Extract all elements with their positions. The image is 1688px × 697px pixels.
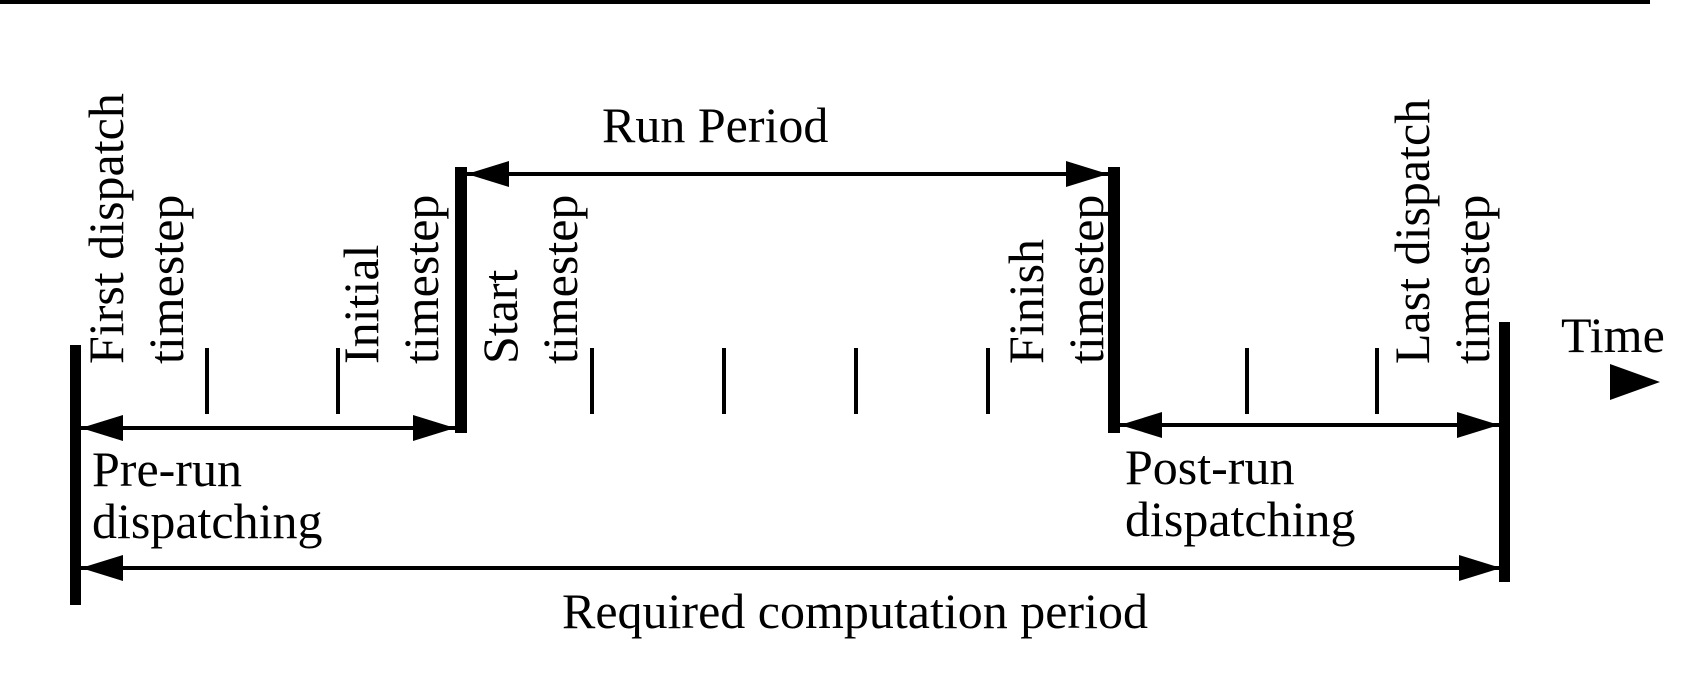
bar-computation-end — [1499, 322, 1510, 582]
label-first-dispatch-timestep: First dispatch timestep — [78, 93, 194, 364]
bar-run-end — [1108, 167, 1120, 433]
arrowhead-right-icon — [1459, 555, 1501, 581]
arrowhead-left-icon — [467, 161, 509, 187]
label-last-dispatch-timestep: Last dispatch timestep — [1384, 98, 1500, 364]
arrowhead-left-icon — [81, 415, 123, 441]
post-run-label: Post-run dispatching — [1125, 439, 1356, 547]
tick-mark — [1245, 348, 1249, 414]
tick-mark — [986, 348, 990, 414]
time-label: Time — [1561, 307, 1665, 363]
tick-mark — [590, 348, 594, 414]
bar-computation-start — [70, 345, 81, 605]
arrowhead-right-icon — [1457, 412, 1499, 438]
label-start-timestep: Start timestep — [472, 194, 588, 364]
label-initial-timestep: Initial timestep — [333, 194, 449, 364]
label-finish-timestep: Finish timestep — [998, 194, 1114, 364]
bar-run-start — [455, 167, 467, 433]
arrowhead-right-icon — [1066, 161, 1108, 187]
tick-mark — [336, 348, 340, 414]
tick-mark — [722, 348, 726, 414]
tick-mark — [205, 348, 209, 414]
time-axis-line — [0, 0, 1650, 4]
pre-run-label: Pre-run dispatching — [92, 441, 323, 549]
arrowhead-right-icon — [413, 415, 455, 441]
tick-mark — [854, 348, 858, 414]
required-period-label: Required computation period — [562, 583, 1148, 639]
arrowhead-left-icon — [1120, 412, 1162, 438]
axis-arrowhead-right-icon — [1610, 364, 1660, 400]
run-period-title: Run Period — [602, 97, 829, 153]
arrowhead-left-icon — [81, 555, 123, 581]
tick-mark — [1375, 348, 1379, 414]
